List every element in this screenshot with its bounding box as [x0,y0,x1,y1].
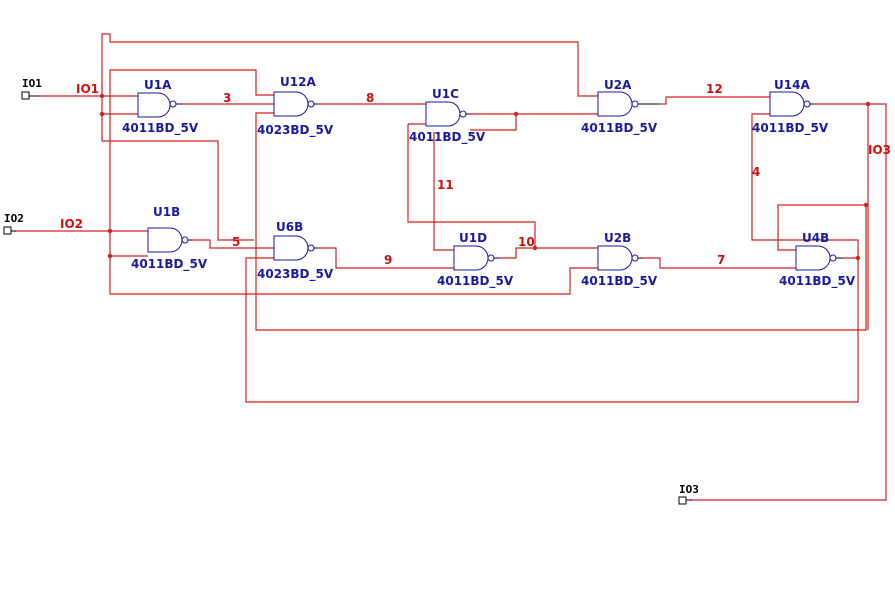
svg-text:4011BD_5V: 4011BD_5V [581,274,658,289]
gate-u2b[interactable]: U2B 4011BD_5V [581,231,658,289]
svg-text:IO2: IO2 [4,212,24,225]
svg-text:4023BD_5V: 4023BD_5V [257,123,334,138]
svg-text:U2A: U2A [604,78,632,92]
net-label-5: 5 [232,235,240,249]
svg-text:4011BD_5V: 4011BD_5V [131,257,208,272]
svg-text:4011BD_5V: 4011BD_5V [437,274,514,289]
gate-u2a[interactable]: U2A 4011BD_5V [581,78,659,136]
svg-text:4011BD_5V: 4011BD_5V [409,130,486,145]
svg-text:IO1: IO1 [22,77,42,90]
gate-u1c[interactable]: U1C 4011BD_5V [409,87,486,145]
gate-u1d[interactable]: U1D 4011BD_5V [437,231,514,289]
port-io1[interactable]: IO1 [21,77,42,100]
svg-text:U1A: U1A [144,78,172,92]
gate-u1a[interactable]: U1A 4011BD_5V [122,78,199,136]
svg-text:U1C: U1C [432,87,459,101]
svg-text:4023BD_5V: 4023BD_5V [257,267,334,282]
svg-text:U2B: U2B [604,231,631,245]
svg-text:U1D: U1D [459,231,487,245]
gate-u6b[interactable]: U6B 4023BD_5V [257,220,334,282]
net-labels: IO1 IO2 IO3 3 8 12 4 11 5 9 10 7 [60,82,891,267]
gate-u14a[interactable]: U14A 4011BD_5V [752,78,829,136]
gate-u1b[interactable]: U1B 4011BD_5V [131,205,208,272]
net-label-10: 10 [518,235,535,249]
svg-text:4011BD_5V: 4011BD_5V [122,121,199,136]
port-io2[interactable]: IO2 [3,212,24,235]
svg-text:4011BD_5V: 4011BD_5V [779,274,856,289]
net-label-12: 12 [706,82,723,96]
net-label-11: 11 [437,178,454,192]
net-label-io3: IO3 [868,143,891,157]
net-label-io1: IO1 [76,82,99,96]
net-label-7: 7 [717,253,725,267]
svg-text:U12A: U12A [280,75,316,89]
junctions [99,93,871,261]
gate-u4b[interactable]: U4B 4011BD_5V [779,231,856,289]
net-label-3: 3 [223,91,231,105]
svg-text:U6B: U6B [276,220,303,234]
svg-text:4011BD_5V: 4011BD_5V [752,121,829,136]
net-label-4: 4 [752,165,760,179]
net-label-8: 8 [366,91,374,105]
net-label-io2: IO2 [60,217,83,231]
port-io3[interactable]: IO3 [678,483,699,505]
svg-text:4011BD_5V: 4011BD_5V [581,121,658,136]
gate-u12a[interactable]: U12A 4023BD_5V [257,75,334,138]
net-label-9: 9 [384,253,392,267]
svg-text:IO3: IO3 [679,483,699,496]
svg-text:U14A: U14A [774,78,810,92]
svg-text:U4B: U4B [802,231,829,245]
wires [14,33,887,501]
svg-text:U1B: U1B [153,205,180,219]
